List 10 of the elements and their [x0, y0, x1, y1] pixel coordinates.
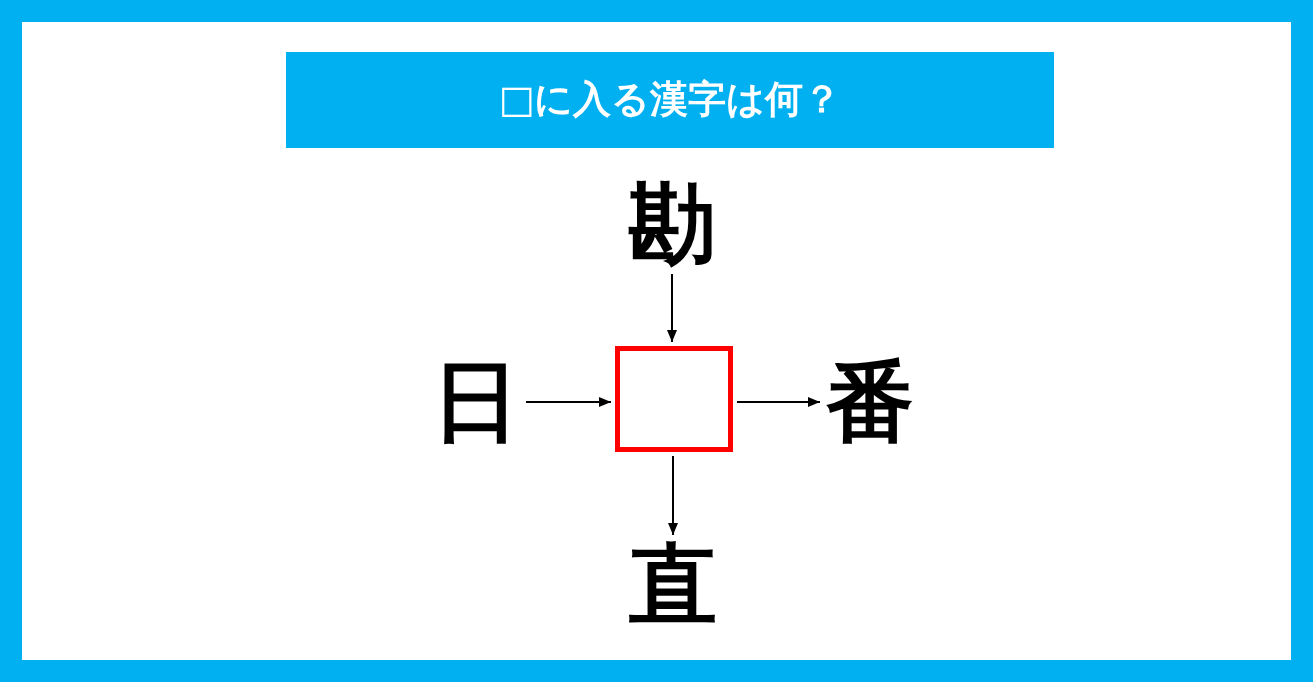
arrow	[525, 397, 612, 407]
kanji-character: 勘	[626, 178, 718, 270]
kanji-character: 日	[430, 356, 522, 448]
kanji-character: 番	[824, 356, 916, 448]
arrow	[736, 397, 821, 407]
kanji-character: 直	[627, 539, 719, 631]
answer-box	[615, 346, 733, 452]
arrow	[667, 273, 677, 343]
title-text: □に入る漢字は何？	[498, 77, 842, 123]
arrow	[668, 455, 678, 536]
